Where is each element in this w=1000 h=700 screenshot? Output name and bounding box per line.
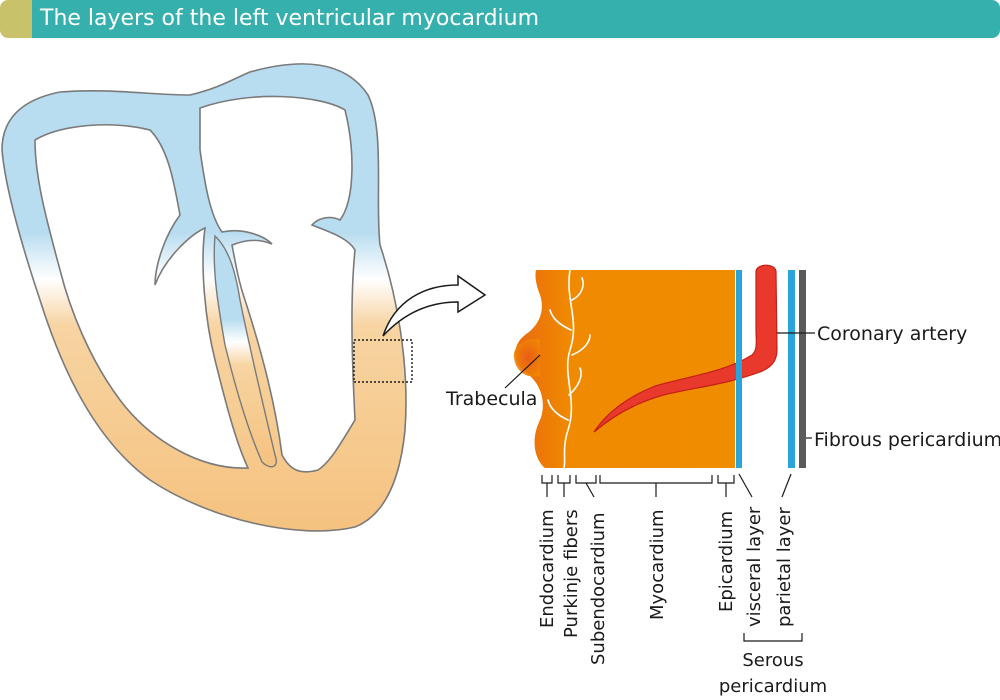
layer-brackets xyxy=(541,473,803,642)
label-serous: Serous xyxy=(742,650,803,671)
header: The layers of the left ventricular myoca… xyxy=(0,0,1000,38)
page-title: The layers of the left ventricular myoca… xyxy=(40,6,540,31)
leader-lines xyxy=(504,332,815,439)
header-bar xyxy=(32,0,1000,38)
label-pericardium: pericardium xyxy=(719,676,827,697)
label-purkinje-fibers: Purkinje fibers xyxy=(561,509,582,638)
label-myocardium: Myocardium xyxy=(647,509,668,620)
septum-strip xyxy=(213,234,277,468)
label-epicardium: Epicardium xyxy=(716,511,737,612)
left-cavity xyxy=(34,124,250,469)
label-coronary-artery: Coronary artery xyxy=(817,323,967,345)
myocardium-block xyxy=(515,270,735,468)
right-cavity xyxy=(199,95,356,473)
visceral-layer-band xyxy=(736,270,742,468)
tissue-block xyxy=(513,264,806,469)
trabecula xyxy=(513,339,540,377)
heart-outline xyxy=(1,63,407,532)
header-accent xyxy=(0,0,32,38)
label-trabecula: Trabecula xyxy=(445,388,537,410)
fibrous-pericardium-band xyxy=(799,270,806,468)
purkinje-fibers xyxy=(547,269,591,469)
parietal-layer-band xyxy=(788,270,795,468)
zoom-region-box xyxy=(353,339,413,383)
label-endocardium: Endocardium xyxy=(537,509,558,628)
label-subendocardium: Subendocardium xyxy=(588,512,609,665)
label-parietal-layer: parietal layer xyxy=(774,507,795,628)
curved-arrow-icon xyxy=(382,274,487,337)
label-visceral-layer: visceral layer xyxy=(744,506,765,627)
label-fibrous-pericardium: Fibrous pericardium xyxy=(814,429,1000,451)
